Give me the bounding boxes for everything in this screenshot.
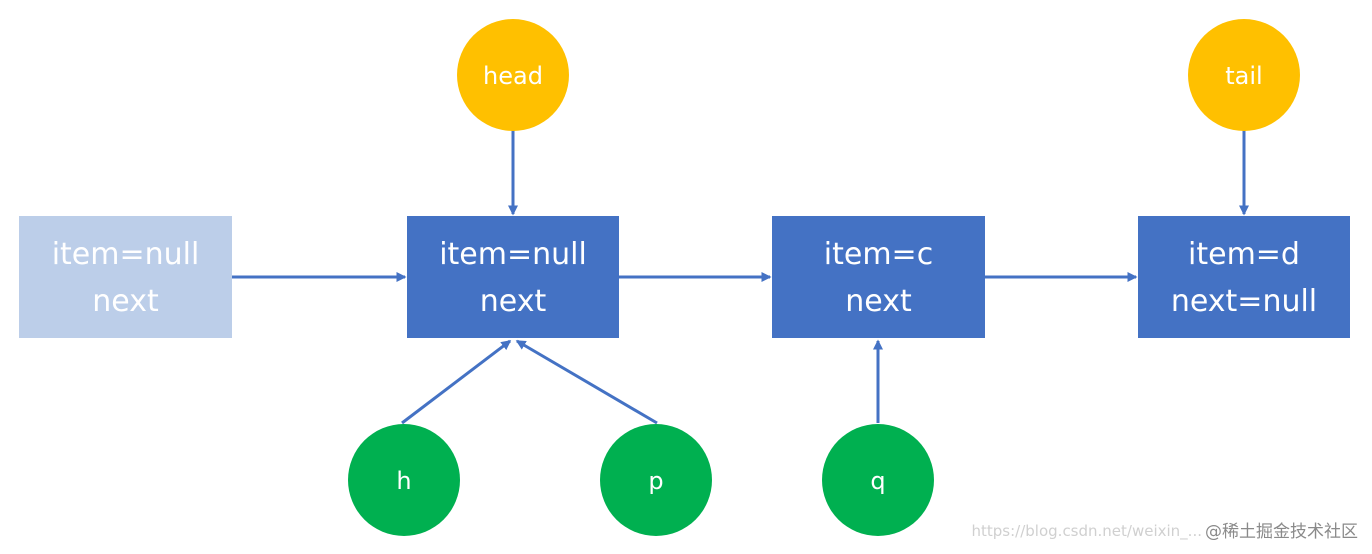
arrow-p-to-n1 [515,339,658,425]
pointer-circle [600,424,712,536]
pointer-arrows [401,130,1249,425]
pointer-tail: tail [1188,19,1300,131]
pointer-label: tail [1225,62,1262,90]
pointer-label: h [396,467,411,495]
node-n3: item=d next=null [1138,216,1350,338]
watermark-url: https://blog.csdn.net/weixin_... [971,522,1202,540]
pointer-circle [348,424,460,536]
arrow-h-to-n1 [401,339,512,425]
node-next-label: next [480,284,547,319]
node-box [772,216,985,338]
node-n1: item=null next [407,216,619,338]
pointer-q: q [822,424,934,536]
pointer-label: p [648,467,663,495]
pointer-circle [457,19,569,131]
node-box [407,216,619,338]
node-next-label: next [92,284,159,319]
node-box [1138,216,1350,338]
node-n0: item=null next [19,216,232,338]
node-next-label: next=null [1171,284,1317,319]
pointer-circle [1188,19,1300,131]
node-n2: item=c next [772,216,985,338]
watermark-brand: @稀土掘金技术社区 [1205,522,1358,542]
pointer-label: head [483,62,543,90]
pointer-head: head [457,19,569,131]
pointer-h: h [348,424,460,536]
pointer-p: p [600,424,712,536]
node-item-label: item=d [1188,237,1300,272]
node-item-label: item=null [52,237,200,272]
pointer-label: q [870,467,885,495]
node-next-label: next [845,284,912,319]
pointer-circle [822,424,934,536]
node-item-label: item=c [824,237,933,272]
node-box-faded [19,216,232,338]
node-item-label: item=null [439,237,587,272]
